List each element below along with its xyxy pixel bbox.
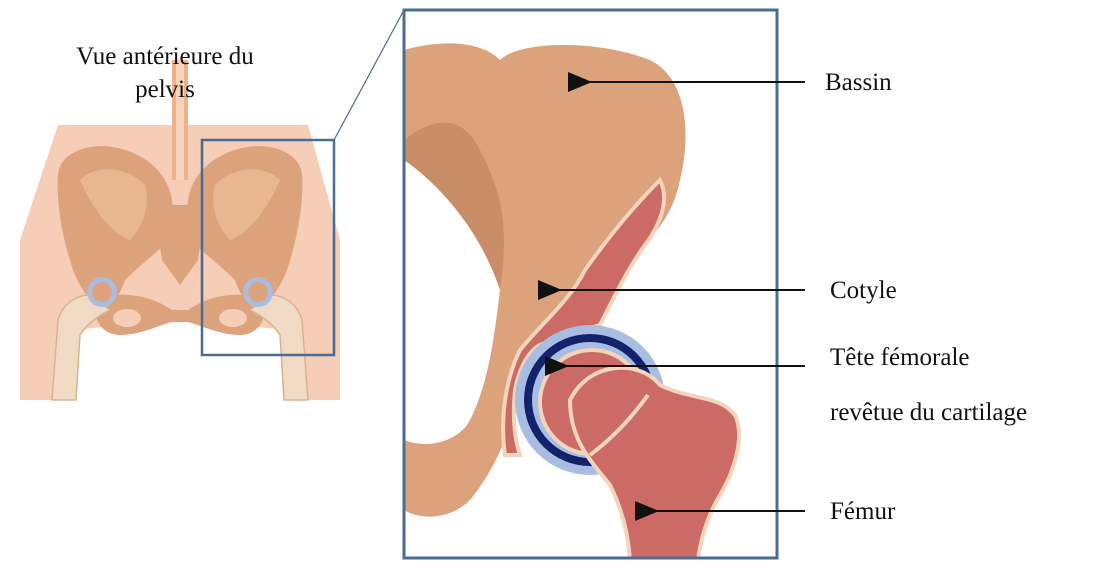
label-cotyle: Cotyle xyxy=(830,276,897,306)
caption-line2: pelvis xyxy=(40,73,290,106)
label-cartilage: revêtue du cartilage xyxy=(830,398,1027,428)
pelvis-view-caption: Vue antérieure du pelvis xyxy=(40,40,290,106)
label-femur: Fémur xyxy=(830,497,895,527)
label-tete-femorale: Tête fémorale xyxy=(830,343,970,373)
pelvis-anterior-view xyxy=(20,60,340,400)
zoom-connector xyxy=(334,10,404,140)
label-bassin: Bassin xyxy=(825,68,892,98)
hip-joint-zoom xyxy=(404,10,777,560)
caption-line1: Vue antérieure du xyxy=(40,40,290,73)
